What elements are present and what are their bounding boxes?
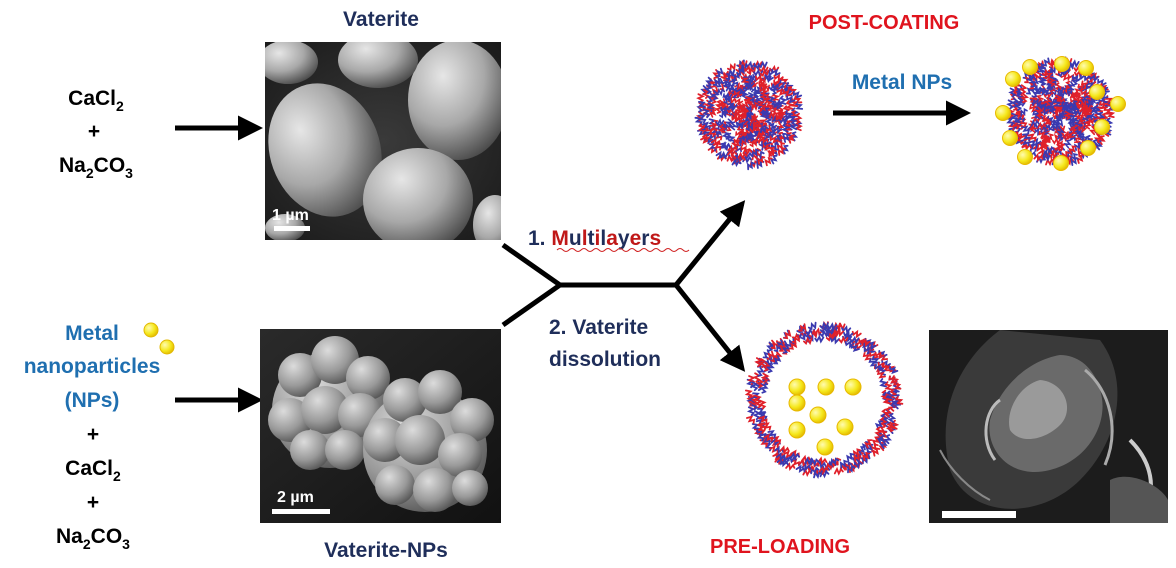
cacl2-formula: CaCl2 bbox=[65, 457, 121, 484]
vaterite-sem-image: 1 µm bbox=[265, 42, 501, 240]
polymer-capsule-with-nps bbox=[995, 56, 1126, 171]
vaterite-scale-label: 1 µm bbox=[272, 207, 309, 224]
vaterite-nps-label: Vaterite-NPs bbox=[324, 539, 448, 562]
vaterite-scale-bar bbox=[274, 226, 310, 231]
pre-loading-title: PRE-LOADING bbox=[710, 536, 850, 558]
branching-arrows bbox=[501, 200, 746, 372]
spellcheck-underline bbox=[556, 248, 690, 252]
nanoparticles-label: nanoparticles bbox=[24, 355, 161, 378]
nanoparticle-icon bbox=[143, 322, 175, 355]
vaterite-nps-scale-bar bbox=[272, 509, 330, 514]
top-reagents: CaCl2 + Na2CO3 bbox=[59, 87, 133, 181]
cacl2-formula: CaCl2 bbox=[68, 87, 124, 114]
na2co3-formula: Na2CO3 bbox=[56, 525, 130, 552]
plus-sign: + bbox=[88, 120, 100, 143]
step-vaterite: 2. Vaterite bbox=[549, 316, 648, 339]
plus-sign: + bbox=[87, 491, 99, 514]
bottom-reagents: Metal nanoparticles (NPs) + CaCl2 + Na2C… bbox=[24, 322, 161, 552]
capsule-sem-image bbox=[929, 330, 1168, 523]
polymer-capsule bbox=[694, 59, 804, 171]
capsule-scale-bar bbox=[942, 511, 1016, 518]
preloaded-capsule bbox=[744, 320, 904, 479]
metal-label: Metal bbox=[65, 322, 119, 345]
na2co3-formula: Na2CO3 bbox=[59, 154, 133, 181]
post-coating-title: POST-COATING bbox=[809, 12, 960, 34]
step-multilayers: 1. Multilayers bbox=[528, 227, 661, 250]
nps-label: (NPs) bbox=[65, 389, 120, 412]
plus-sign: + bbox=[87, 423, 99, 446]
vaterite-nps-scale-label: 2 µm bbox=[277, 489, 314, 506]
vaterite-nps-sem-image: 2 µm bbox=[260, 329, 501, 523]
metal-nps-label: Metal NPs bbox=[852, 71, 952, 94]
step-dissolution: dissolution bbox=[549, 348, 661, 371]
vaterite-label: Vaterite bbox=[343, 8, 419, 31]
